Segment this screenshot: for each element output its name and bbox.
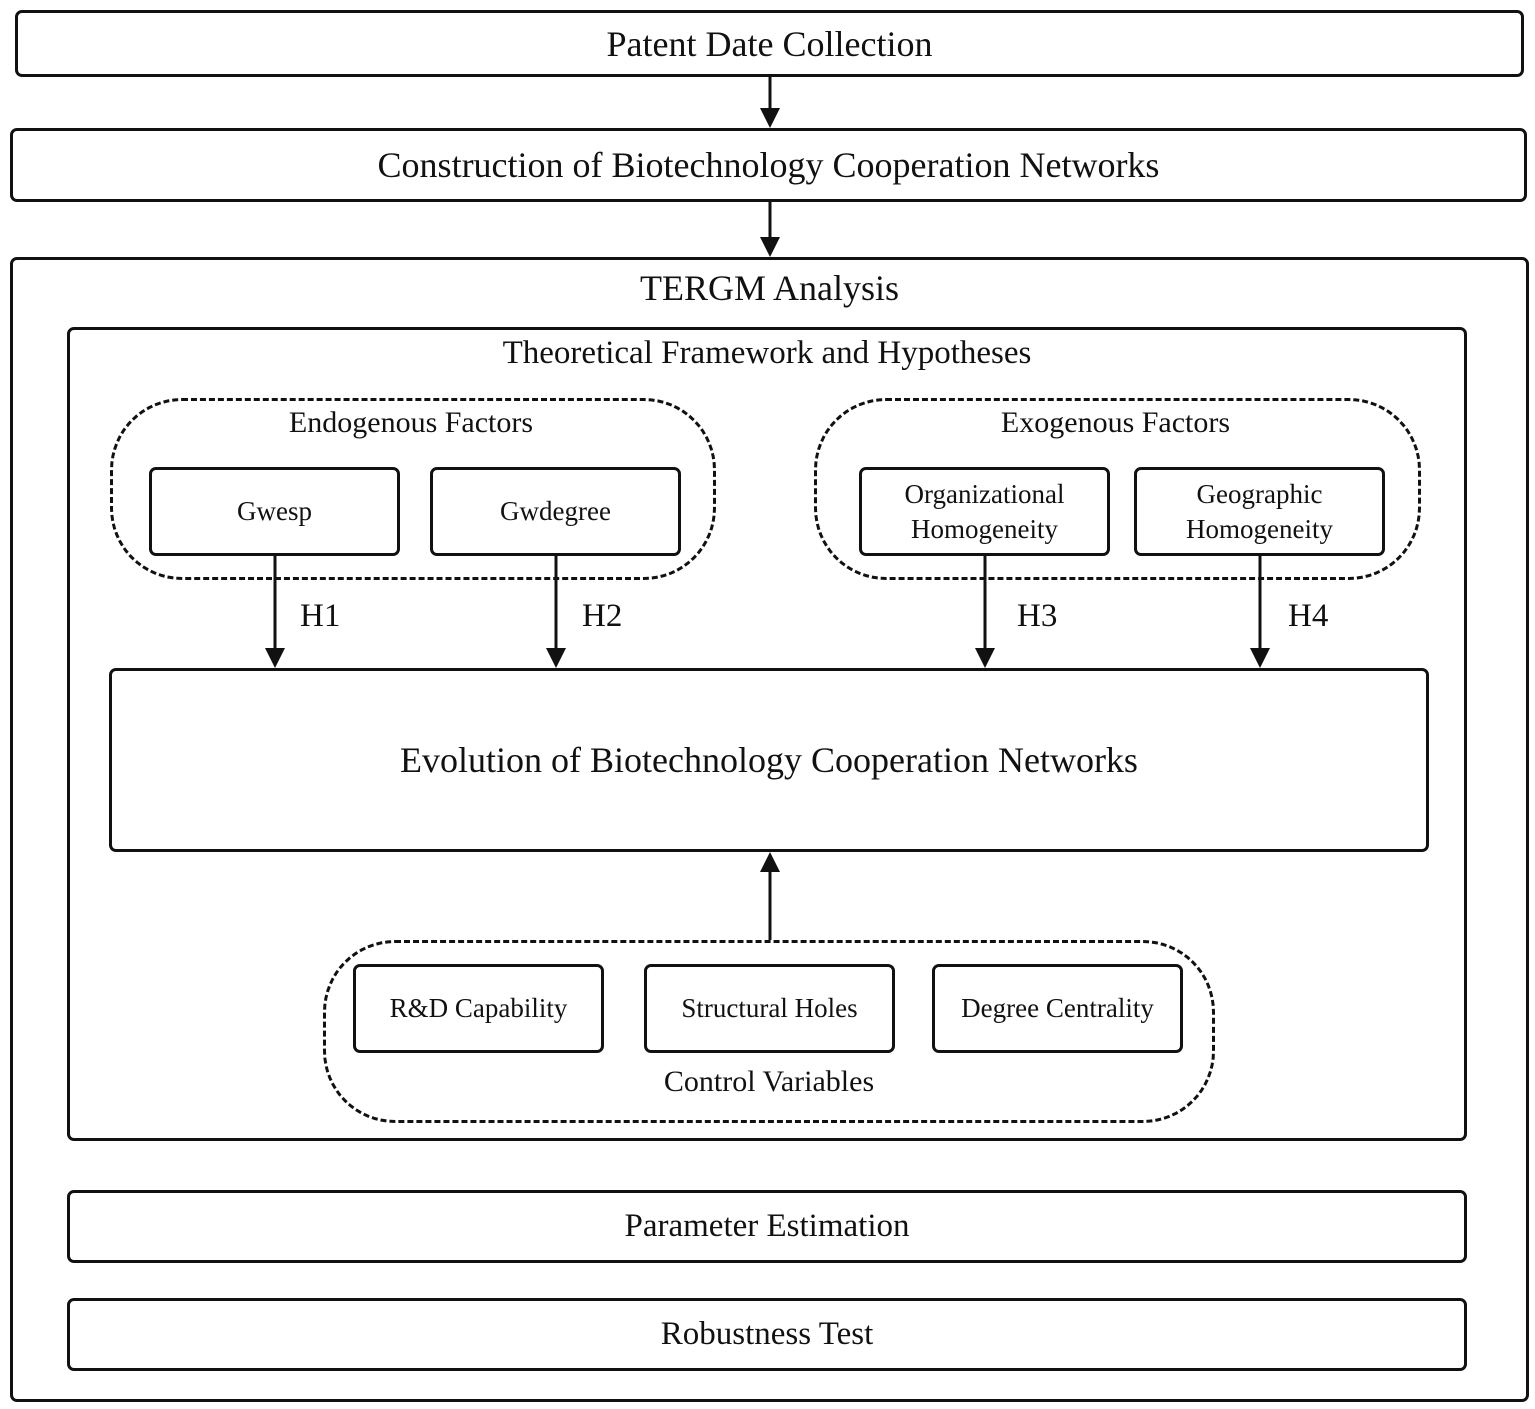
gwdegree-label: Gwdegree — [500, 496, 611, 526]
degree-centrality-box: Degree Centrality — [932, 964, 1183, 1053]
organizational-homogeneity-line1: Organizational — [904, 478, 1065, 509]
tergm-analysis-title: TERGM Analysis — [639, 268, 899, 308]
step-parameter-estimation: Parameter Estimation — [67, 1190, 1467, 1263]
step-construction-label: Construction of Biotechnology Cooperatio… — [377, 145, 1160, 185]
arrowhead-construction — [760, 237, 780, 257]
control-variables-group — [323, 940, 1215, 1123]
framework-title: Theoretical Framework and Hypotheses — [502, 335, 1032, 371]
step-robustness-test: Robustness Test — [67, 1298, 1467, 1371]
structural-holes-box: Structural Holes — [644, 964, 895, 1053]
step-construction: Construction of Biotechnology Cooperatio… — [10, 128, 1527, 202]
geographic-homogeneity-line2: Homogeneity — [1186, 513, 1333, 544]
structural-holes-label: Structural Holes — [681, 993, 858, 1023]
exogenous-factors-group — [814, 398, 1421, 580]
evolution-networks-label: Evolution of Biotechnology Cooperation N… — [400, 740, 1138, 780]
step-patent-collection-label: Patent Date Collection — [606, 23, 933, 64]
gwdegree-box: Gwdegree — [430, 467, 681, 556]
step-robustness-test-label: Robustness Test — [660, 1316, 874, 1352]
endogenous-factors-title: Endogenous Factors — [288, 406, 534, 439]
control-variables-title: Control Variables — [663, 1065, 875, 1098]
rd-capability-box: R&D Capability — [353, 964, 604, 1053]
hypothesis-h3-label: H3 — [1017, 598, 1058, 634]
geographic-homogeneity-line1: Geographic — [1196, 478, 1323, 509]
step-parameter-estimation-label: Parameter Estimation — [624, 1208, 910, 1244]
hypothesis-h4-label: H4 — [1288, 598, 1329, 634]
gwesp-label: Gwesp — [237, 496, 312, 526]
organizational-homogeneity-line2: Homogeneity — [911, 513, 1058, 544]
degree-centrality-label: Degree Centrality — [961, 993, 1154, 1023]
evolution-networks-box: Evolution of Biotechnology Cooperation N… — [109, 668, 1429, 852]
rd-capability-label: R&D Capability — [389, 993, 568, 1023]
hypothesis-h2-label: H2 — [582, 598, 623, 634]
gwesp-box: Gwesp — [149, 467, 400, 556]
endogenous-factors-group — [110, 398, 716, 580]
organizational-homogeneity-box: Organizational Homogeneity — [859, 467, 1110, 556]
exogenous-factors-title: Exogenous Factors — [1000, 406, 1231, 439]
geographic-homogeneity-box: Geographic Homogeneity — [1134, 467, 1385, 556]
arrowhead-collection — [760, 108, 780, 128]
hypothesis-h1-label: H1 — [300, 598, 341, 634]
step-patent-collection: Patent Date Collection — [15, 10, 1524, 77]
